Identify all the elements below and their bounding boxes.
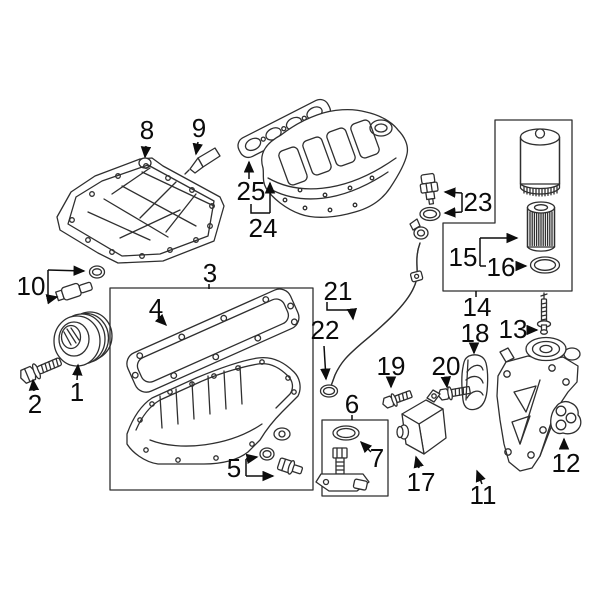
bolt-20-drawing	[437, 385, 471, 401]
sealant-tube-drawing	[184, 147, 221, 175]
oil-pan-group-box	[109, 287, 314, 491]
highlighted-gasket-fill[interactable]	[461, 354, 489, 411]
callout-5[interactable]: 5	[227, 453, 241, 483]
oil-level-sensor-drawing	[315, 425, 370, 492]
sensor-10-drawing	[55, 265, 106, 302]
leader-lines	[28, 141, 570, 485]
callout-1[interactable]: 1	[70, 377, 84, 407]
callout-7[interactable]: 7	[370, 443, 384, 473]
lower-oil-pan-drawing	[126, 356, 301, 465]
callout-11[interactable]: 11	[470, 480, 497, 510]
crank-pulley-drawing	[53, 311, 113, 367]
drain-plug-drawing	[259, 447, 304, 475]
callout-24[interactable]: 24	[249, 213, 278, 243]
oil-level-sensor-box	[321, 419, 389, 497]
highlighted-gasket-drawing[interactable]	[461, 354, 489, 411]
callout-6[interactable]: 6	[345, 389, 359, 419]
callout-10[interactable]: 10	[17, 271, 46, 301]
pulley-bolt-drawing	[20, 357, 63, 384]
bolt-13-drawing	[536, 292, 552, 335]
callout-17[interactable]: 17	[407, 467, 436, 497]
sensor-23-drawing	[419, 172, 441, 222]
oil-filter-group-box	[442, 119, 573, 292]
callout-21[interactable]: 21	[324, 276, 353, 306]
callout-14[interactable]: 14	[463, 292, 492, 322]
callout-19[interactable]: 19	[377, 351, 406, 381]
callout-8[interactable]: 8	[140, 115, 154, 145]
upper-oil-pan-drawing	[56, 157, 225, 264]
callout-12[interactable]: 12	[552, 448, 581, 478]
callout-22[interactable]: 22	[311, 315, 340, 345]
oil-filter-cap-drawing	[519, 128, 561, 197]
callout-4[interactable]: 4	[149, 293, 163, 323]
oil-pan-gasket-drawing	[126, 288, 300, 393]
callout-20[interactable]: 20	[432, 351, 461, 381]
callout-2[interactable]: 2	[28, 389, 42, 419]
callout-16[interactable]: 16	[487, 252, 516, 282]
dipstick-oring-drawing	[319, 384, 339, 398]
callout-13[interactable]: 13	[499, 314, 528, 344]
callout-23[interactable]: 23	[464, 187, 493, 217]
intake-manifold-drawing	[261, 108, 409, 218]
callouts: 1 2 3 4 5 6 7 8 9 10 11 12 13 14 15 16 1…	[17, 113, 581, 510]
bolt-19-drawing	[382, 390, 413, 409]
callout-15[interactable]: 15	[449, 242, 478, 272]
dipstick-tube-drawing	[330, 218, 429, 387]
oil-cooler-drawing	[396, 389, 447, 455]
callout-9[interactable]: 9	[192, 113, 206, 143]
callout-18[interactable]: 18	[461, 318, 490, 348]
oil-filter-element-drawing	[526, 201, 556, 252]
filter-oring-drawing	[529, 256, 561, 274]
callout-3[interactable]: 3	[203, 258, 217, 288]
outlet-gasket-drawing	[550, 400, 582, 435]
callout-25[interactable]: 25	[237, 176, 266, 206]
